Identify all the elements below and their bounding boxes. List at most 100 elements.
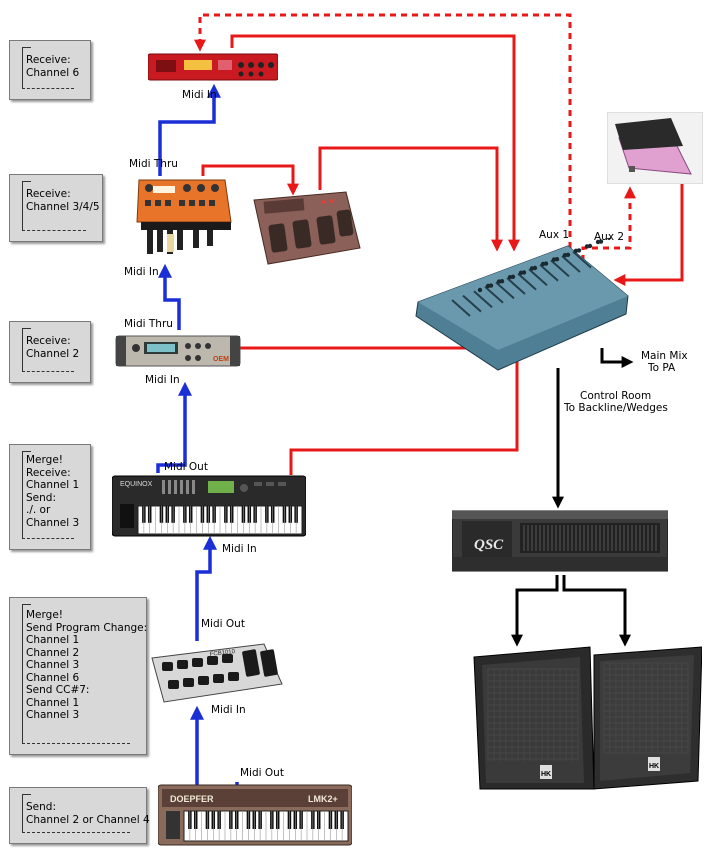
- note-line: Merge!: [26, 454, 63, 466]
- fader-slot: [572, 250, 592, 269]
- fader-slot: [484, 286, 504, 304]
- multi-effect-pedal: [253, 191, 361, 265]
- note-line: Receive:: [26, 54, 71, 66]
- mixer-knob: [598, 239, 604, 244]
- fx-rack-unit: [148, 53, 278, 81]
- mixer-knob: [587, 243, 593, 249]
- amp-to-speaker-left: [511, 575, 559, 647]
- note-line: Channel 3: [26, 709, 80, 721]
- control-room-label: Control Room To Backline/Wedges: [564, 390, 668, 414]
- audio-organ-to-pedal: [201, 164, 299, 196]
- power-amplifier: QSC: [452, 510, 668, 572]
- note-line: Send:: [26, 801, 56, 813]
- synth-midi-in-label: Midi In: [145, 374, 180, 386]
- note-line: Channel 6: [26, 671, 80, 684]
- fader-slot: [528, 268, 548, 286]
- mixer-knob: [499, 279, 505, 284]
- main-mix-label: Main Mix To PA: [641, 350, 688, 374]
- keyboard-midi-out-label: Midi Out: [164, 461, 208, 473]
- midi-master-to-footboard: [190, 705, 239, 789]
- fader-slot: [462, 294, 482, 313]
- control-room-line-1: Control Room: [580, 390, 652, 402]
- note-line: Channel 2: [26, 646, 80, 659]
- main-mix-line-2: To PA: [648, 362, 676, 374]
- fader-slot: [561, 255, 581, 273]
- master-keyboard: DOEPFER LMK2+: [158, 784, 352, 846]
- note-organ: Receive:Channel 3/4/5: [9, 174, 103, 242]
- note-footboard: Merge! Send Program Change: Channel 1 Ch…: [9, 597, 147, 755]
- audio-fxrack-to-mixer: [230, 34, 520, 252]
- midi-organ-to-fxrack: [158, 83, 221, 176]
- note-line: Channel 1: [26, 696, 80, 709]
- mixer-knob: [543, 261, 549, 266]
- mixer-knob: [565, 252, 571, 257]
- midi-footboard-to-keyboard: [195, 535, 217, 641]
- note-line: Channel 3/4/5: [26, 200, 100, 213]
- note-line: Channel 2 or Channel 4: [26, 813, 150, 826]
- main-mix-feed: [600, 348, 634, 368]
- master-brand-text: DOEPFER: [170, 794, 214, 804]
- note-line: ./. or: [26, 504, 51, 516]
- main-mix-line-1: Main Mix: [641, 350, 688, 362]
- note-line: Channel 2: [26, 347, 80, 360]
- fader-slot: [473, 290, 493, 308]
- footboard-midi-in-label: Midi In: [211, 704, 246, 716]
- wah-pedal: [607, 112, 703, 184]
- fx-rack-midi-in-label: Midi In: [182, 89, 217, 101]
- master-midi-out-label: Midi Out: [240, 767, 284, 779]
- fader-slot: [539, 264, 559, 282]
- audio-wah-to-mixer: [613, 183, 684, 286]
- midi-keyboard-to-synth: [156, 381, 192, 473]
- amp-brand-text: QSC: [474, 537, 504, 553]
- mixer-knob: [477, 287, 483, 293]
- aux2-label: Aux 2: [594, 231, 625, 243]
- organ-module: [136, 179, 232, 254]
- audio-mixer: [415, 238, 629, 371]
- note-line: Receive:: [26, 335, 71, 347]
- aux1-label: Aux 1: [539, 229, 570, 241]
- synth-midi-thru-label: Midi Thru: [124, 318, 173, 330]
- note-line: Channel 1: [26, 479, 80, 491]
- note-line: Send Program Change:: [26, 621, 148, 634]
- note-line: Channel 6: [26, 66, 80, 79]
- note-synth: Receive:Channel 2: [9, 321, 91, 383]
- footboard-midi-out-label: Midi Out: [201, 618, 245, 630]
- fader-slot: [451, 299, 471, 317]
- note-line: Receive:: [26, 466, 71, 479]
- organ-midi-thru-label: Midi Thru: [129, 158, 178, 170]
- speaker-right-brand-text: HK: [649, 763, 659, 770]
- audio-keyboard-to-mixer: [289, 346, 523, 475]
- keyboard-midi-in-label: Midi In: [222, 543, 257, 555]
- mixer-knob: [532, 265, 538, 271]
- speaker-left-brand-text: HK: [541, 771, 551, 778]
- footboard-brand-text: FCB1010: [210, 649, 237, 658]
- fader-slot: [550, 259, 570, 278]
- midi-foot-controller: FCB1010: [151, 643, 283, 703]
- organ-midi-in-label: Midi In: [124, 266, 159, 278]
- master-model-text: LMK2+: [308, 794, 338, 804]
- mixer-knob: [510, 274, 516, 279]
- keyboard-brand-text: EQUINOX: [120, 481, 153, 488]
- note-keyboard: Merge! Receive: Channel 1 Send: ./. or C…: [9, 444, 91, 550]
- mixer-knob: [576, 248, 582, 253]
- speaker-pair: HK HK: [473, 646, 702, 790]
- note-line: Channel 3: [26, 516, 80, 529]
- mixer-knob: [606, 238, 612, 240]
- note-line: Merge!: [26, 609, 63, 621]
- mixer-knob: [488, 283, 494, 288]
- fader-slot: [517, 272, 537, 291]
- keyboard-workstation: EQUINOX: [112, 475, 306, 537]
- synth-brand-text: OEM: [213, 356, 229, 363]
- note-fx-rack: Receive:Channel 6: [9, 40, 91, 100]
- synth-module: OEM: [115, 335, 241, 367]
- aux1-send-to-fxrack: [194, 13, 572, 270]
- mixer-knob: [521, 270, 527, 275]
- control-room-line-2: To Backline/Wedges: [564, 402, 668, 414]
- fader-slot: [506, 277, 526, 295]
- audio-pedal-to-mixer: [318, 146, 503, 252]
- note-master: Send:Channel 2 or Channel 4: [9, 787, 150, 844]
- note-line: Send CC#7:: [26, 684, 90, 696]
- note-line: Channel 1: [26, 634, 80, 646]
- fader-slot: [495, 281, 515, 300]
